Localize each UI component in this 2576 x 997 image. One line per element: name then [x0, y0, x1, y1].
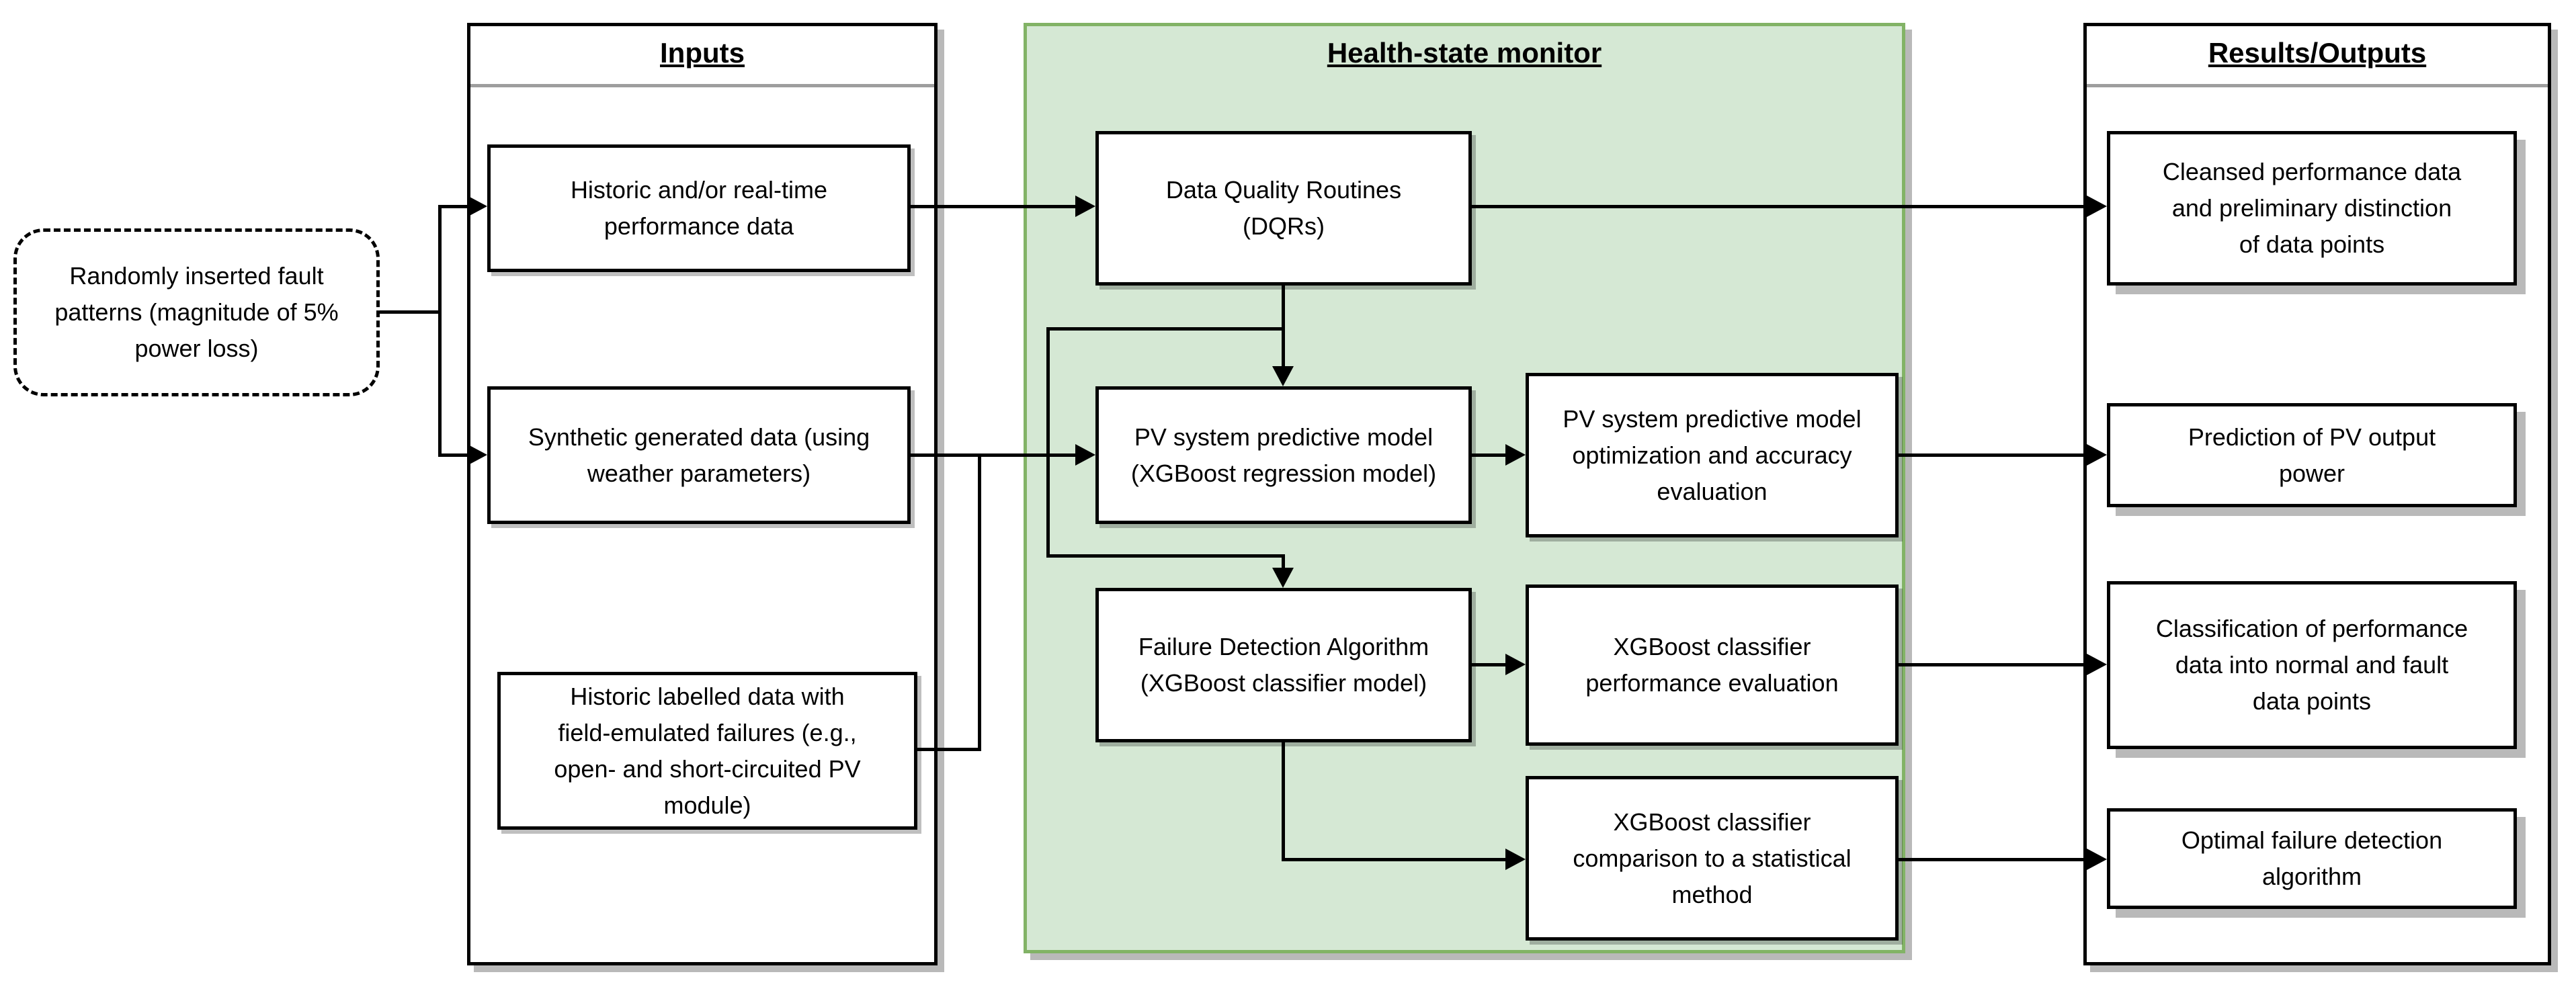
arrowhead-into-synthetic [467, 444, 487, 466]
connector-fd-down [1282, 742, 1285, 861]
connector-labelled-riser [978, 455, 981, 751]
arrowhead-into-failure-detection [1272, 568, 1294, 588]
arrowhead-into-prediction [2087, 444, 2107, 466]
connector-optimization-to-prediction [1899, 453, 2088, 457]
prediction-node: Prediction of PV output power [2107, 403, 2517, 507]
connector-dqr-to-cleansed [1472, 205, 2088, 208]
connector-historic-to-dqr [911, 205, 1077, 208]
arrowhead-into-optimization [1505, 444, 1526, 466]
cleansed-data-node: Cleansed performance data and preliminar… [2107, 131, 2517, 286]
connector-fault-to-synthetic [440, 453, 468, 457]
arrowhead-into-dqr [1075, 196, 1095, 217]
arrowhead-into-classification [2087, 654, 2107, 675]
health-state-monitor-title: Health-state monitor [1327, 37, 1602, 69]
connector-bypass-top [1046, 327, 1284, 331]
connector-fault-to-historic [440, 205, 468, 208]
arrowhead-into-pv-model [1075, 444, 1095, 466]
connector-bypass-bottom [1046, 554, 1285, 558]
connector-synthetic-to-pv [911, 453, 1077, 457]
connector-eval-to-classification [1899, 663, 2088, 666]
labelled-data-node: Historic labelled data with field-emulat… [497, 672, 917, 830]
synthetic-data-node: Synthetic generated data (using weather … [487, 386, 911, 524]
failure-detection-node: Failure Detection Algorithm (XGBoost cla… [1095, 588, 1472, 742]
results-outputs-title: Results/Outputs [2208, 37, 2427, 69]
pv-model-node: PV system predictive model (XGBoost regr… [1095, 386, 1472, 524]
arrowhead-into-comparison [1505, 849, 1526, 870]
inputs-header-divider [470, 84, 934, 87]
connector-labelled-stub [917, 748, 981, 751]
connector-bypass-left [1046, 327, 1050, 558]
connector-fd-to-comparison [1282, 858, 1507, 861]
arrowhead-into-pv-top [1272, 366, 1294, 386]
optimal-algorithm-node: Optimal failure detection algorithm [2107, 808, 2517, 909]
connector-fd-to-eval [1472, 663, 1507, 666]
historic-data-node: Historic and/or real-time performance da… [487, 144, 911, 272]
classifier-eval-node: XGBoost classifier performance evaluatio… [1526, 584, 1899, 746]
arrowhead-into-eval [1505, 654, 1526, 675]
pv-optimization-node: PV system predictive model optimization … [1526, 373, 1899, 537]
connector-fault-stub [380, 310, 440, 314]
classifier-comparison-node: XGBoost classifier comparison to a stati… [1526, 776, 1899, 941]
connector-bypass-drop [1282, 554, 1285, 569]
fault-patterns-node: Randomly inserted fault patterns (magnit… [13, 228, 380, 396]
connector-pv-to-optimization [1472, 453, 1507, 457]
inputs-column-title: Inputs [660, 37, 745, 69]
arrowhead-into-historic [467, 196, 487, 217]
dqr-node: Data Quality Routines (DQRs) [1095, 131, 1472, 286]
arrowhead-into-optimal [2087, 849, 2107, 870]
classification-node: Classification of performance data into … [2107, 581, 2517, 749]
connector-comparison-to-optimal [1899, 858, 2088, 861]
results-header-divider [2087, 84, 2548, 87]
arrowhead-into-cleansed [2087, 196, 2107, 217]
connector-dqr-down [1282, 286, 1285, 367]
connector-fault-branch [438, 205, 442, 457]
